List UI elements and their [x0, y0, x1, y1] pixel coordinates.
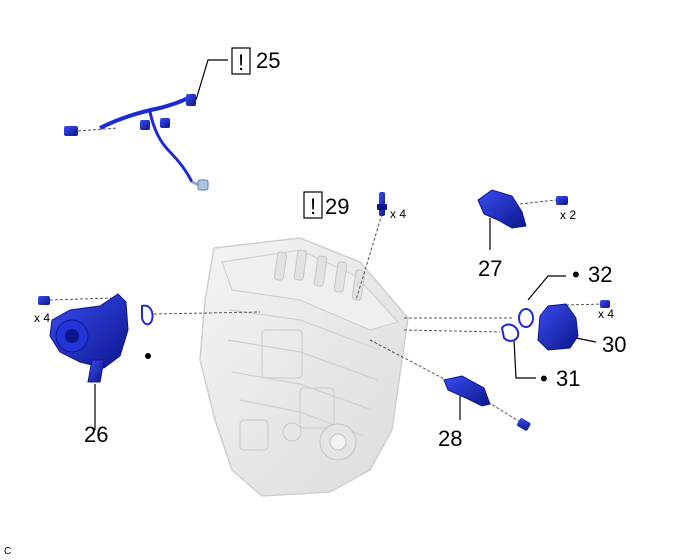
label-28: 28: [438, 426, 462, 451]
label-25: 25: [256, 48, 280, 73]
label-30: 30: [602, 332, 626, 357]
label-26: 26: [84, 422, 108, 447]
wire-harness-part-25: [64, 94, 209, 191]
corner-code: C: [4, 546, 11, 557]
caution-mark-29: !: [310, 194, 316, 219]
label-leaders: [94, 59, 597, 430]
dashed-leader-lines: [49, 127, 605, 423]
caution-mark-25: !: [238, 50, 244, 75]
caution-box-25: [231, 47, 251, 75]
label-27: 27: [478, 256, 502, 281]
water-outlet-part-30: [537, 300, 610, 351]
new-part-dot-marker: [145, 353, 151, 359]
qty-bolt-29: x 4: [390, 207, 406, 221]
label-29: 29: [325, 194, 349, 219]
caution-box-29: [303, 191, 323, 219]
water-pump-part-26: [38, 293, 154, 383]
engine-block: [199, 237, 409, 497]
label-31: 31: [556, 366, 580, 391]
o-ring-part-32: [518, 308, 534, 328]
marker-32: •: [572, 262, 580, 287]
label-32: 32: [588, 262, 612, 287]
qty-bolt-26: x 4: [34, 311, 50, 325]
qty-bolt-30: x 4: [598, 307, 614, 321]
marker-31: •: [540, 366, 548, 391]
gasket-part-31: [500, 323, 520, 342]
sensor-part-29: [377, 192, 387, 216]
qty-bolt-27: x 2: [560, 208, 576, 222]
bracket-part-27: [477, 189, 568, 229]
bracket-part-28: [443, 375, 531, 431]
